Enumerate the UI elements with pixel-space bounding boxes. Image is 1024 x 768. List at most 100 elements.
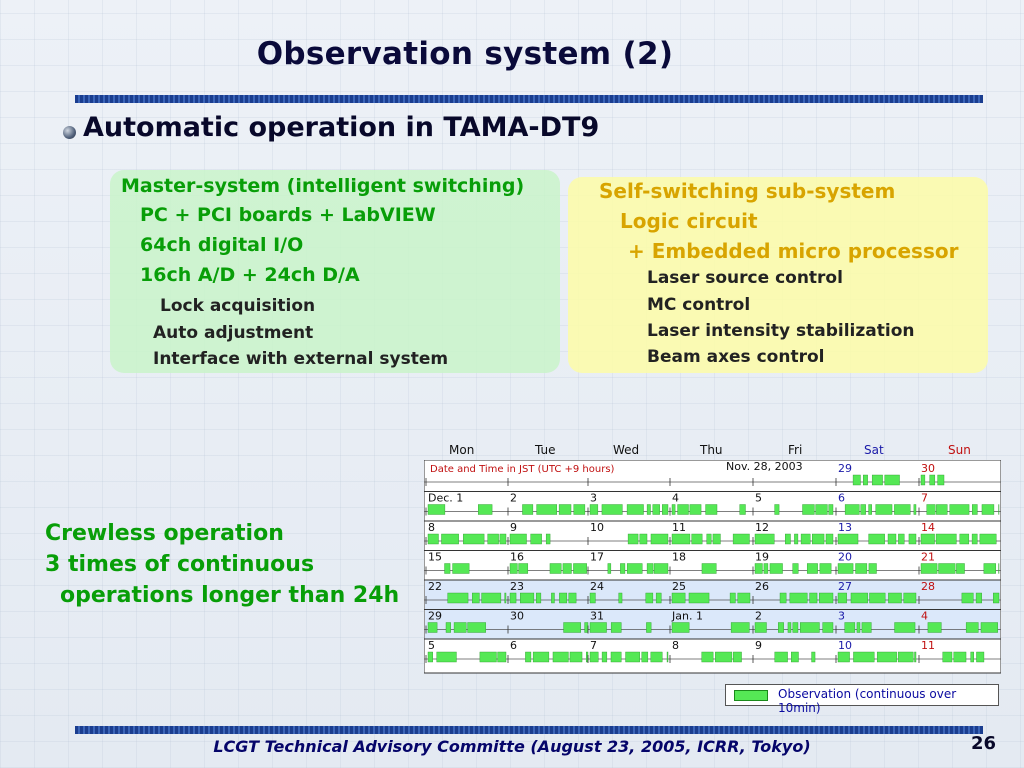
observation-bar: [671, 504, 676, 515]
observation-bar: [920, 563, 938, 574]
observation-bar: [875, 504, 893, 515]
observation-bar: [863, 474, 868, 486]
observation-bar: [601, 651, 608, 663]
date-label: 11: [921, 639, 935, 652]
observation-bar: [620, 563, 626, 574]
observation-bar: [646, 563, 654, 574]
observation-bar: [819, 592, 834, 604]
observation-bar: [509, 563, 518, 574]
observation-bar: [949, 504, 970, 515]
date-label: 7: [590, 639, 597, 652]
observation-bar: [938, 563, 956, 574]
observation-bar: [971, 504, 978, 515]
date-label: 23: [510, 580, 524, 593]
observation-bar: [530, 533, 542, 545]
header-date: Nov. 28, 2003: [726, 460, 803, 473]
observation-bar: [671, 622, 690, 633]
observation-bar: [467, 622, 486, 633]
day-label-thu: Thu: [700, 443, 723, 457]
observation-bar: [894, 622, 916, 633]
observation-bar: [828, 504, 834, 515]
master-function: Interface with external system: [153, 349, 449, 369]
observation-bar: [522, 504, 534, 515]
observation-bar: [876, 651, 897, 663]
date-label: 28: [921, 580, 935, 593]
observation-bar: [525, 651, 532, 663]
observation-bar: [641, 651, 649, 663]
observation-bar: [850, 592, 868, 604]
date-label: 24: [590, 580, 604, 593]
observation-bar: [871, 474, 883, 486]
date-label: 13: [838, 521, 852, 534]
date-label: 25: [672, 580, 686, 593]
master-function: Auto adjustment: [153, 323, 314, 343]
observation-bar: [868, 563, 877, 574]
date-label: 8: [428, 521, 435, 534]
observation-bar: [626, 504, 644, 515]
observation-bar: [701, 563, 717, 574]
day-label-mon: Mon: [449, 443, 475, 457]
observation-bar: [601, 504, 623, 515]
observation-bar: [610, 651, 622, 663]
observation-bar: [844, 622, 856, 633]
observation-bar: [914, 651, 917, 663]
top-divider: [75, 95, 983, 103]
day-label-fri: Fri: [788, 443, 803, 457]
observation-bar: [739, 504, 746, 515]
legend-swatch: [734, 690, 768, 701]
observation-bar: [920, 474, 926, 486]
observation-bar: [441, 533, 459, 545]
observation-bar: [645, 592, 654, 604]
master-item: 64ch digital I/O: [140, 234, 304, 256]
observation-bar: [589, 651, 599, 663]
observation-bar: [568, 592, 577, 604]
date-label: 29: [428, 610, 442, 623]
observation-bar: [926, 504, 936, 515]
observation-bar: [897, 651, 914, 663]
observation-bar: [532, 651, 550, 663]
observation-bar: [825, 533, 834, 545]
date-label: 18: [672, 551, 686, 564]
observation-bar: [671, 533, 691, 545]
observation-bar: [800, 622, 820, 633]
observation-bar: [806, 563, 818, 574]
date-label: 22: [428, 580, 442, 593]
sub-function: Laser source control: [647, 268, 843, 288]
sub-function: MC control: [647, 295, 751, 315]
sub-title: Self-switching sub-system: [599, 179, 896, 203]
observation-bar: [774, 651, 788, 663]
observation-bar: [569, 651, 583, 663]
date-label: 26: [755, 580, 769, 593]
date-label: 8: [672, 639, 679, 652]
observation-bar: [646, 504, 651, 515]
observation-bar: [785, 533, 791, 545]
observation-bar: [979, 533, 997, 545]
observation-bar: [563, 622, 581, 633]
slide-title: Observation system (2): [256, 36, 674, 72]
date-label: 31: [590, 610, 604, 623]
observation-bar: [792, 622, 799, 633]
observation-bar: [860, 504, 866, 515]
observation-bar: [701, 651, 714, 663]
observation-bar: [730, 622, 750, 633]
observation-bar: [981, 504, 995, 515]
date-label: 29: [838, 462, 852, 475]
observation-bar: [809, 592, 818, 604]
master-function: Lock acquisition: [160, 296, 316, 316]
date-label: 16: [510, 551, 524, 564]
observation-bar: [791, 651, 799, 663]
observation-bar: [959, 533, 970, 545]
date-label: 9: [510, 521, 517, 534]
date-label: 3: [838, 610, 845, 623]
observation-bar: [652, 504, 660, 515]
date-label: 5: [755, 492, 762, 505]
observation-bar: [626, 563, 643, 574]
observation-bar: [472, 592, 480, 604]
observation-bar: [627, 533, 639, 545]
observation-bar: [993, 592, 1000, 604]
bullet-icon: [63, 126, 76, 139]
observation-bar: [819, 563, 832, 574]
observation-bar: [573, 563, 587, 574]
observation-bar: [815, 504, 828, 515]
observation-bar: [983, 563, 996, 574]
